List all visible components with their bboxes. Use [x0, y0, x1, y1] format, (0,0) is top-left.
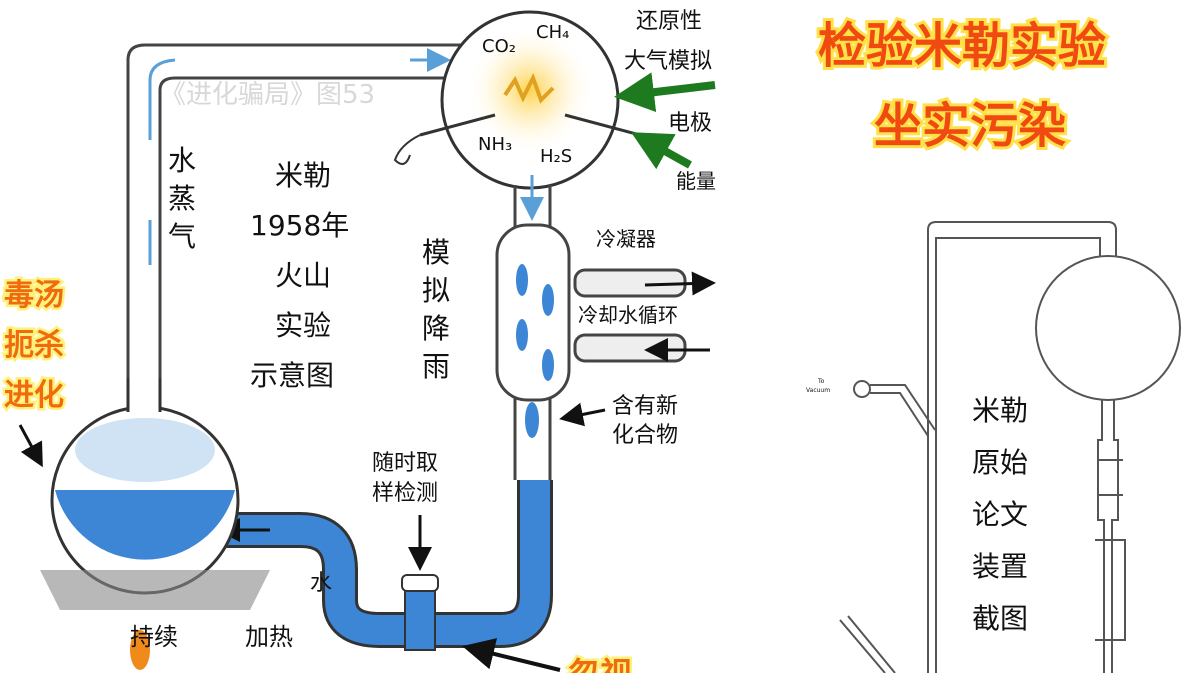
original-apparatus — [839, 221, 1181, 673]
rain-label: 降 — [422, 312, 450, 345]
wire-gauze — [40, 570, 270, 610]
vapor-label: 水 — [168, 144, 196, 177]
reaction-flask — [393, 10, 641, 190]
vacuum-label: Vacuum — [806, 387, 830, 394]
rain-label: 模 — [422, 236, 450, 269]
compounds-label: 含有新 — [612, 394, 678, 419]
poison-label: 毒汤 — [4, 278, 64, 313]
caption-line: 原始 — [972, 446, 1028, 479]
flame-icon — [130, 630, 150, 670]
caption-line: 1958年 — [250, 209, 349, 242]
cooling-label: 冷却水循环 — [578, 303, 678, 327]
gas-ch4: CH₄ — [536, 22, 569, 43]
green-arrow-icon — [614, 72, 716, 113]
atmosphere-label: 大气模拟 — [624, 49, 712, 74]
gas-co2: CO₂ — [482, 36, 516, 57]
gas-h2s: H₂S — [540, 146, 572, 167]
caption-line: 示意图 — [250, 359, 334, 392]
condenser-label: 冷凝器 — [596, 227, 656, 251]
electrode-label: 电极 — [668, 111, 712, 136]
caption-line: 实验 — [275, 309, 331, 342]
compounds-label: 化合物 — [612, 423, 678, 448]
heat-label: 加热 — [245, 623, 293, 651]
poison-label: 扼杀 — [4, 328, 64, 363]
caption-line: 米勒 — [275, 159, 331, 192]
arrow-icon — [462, 638, 561, 672]
caption-line: 火山 — [275, 259, 331, 292]
watermark: 《进化骗局》图53 — [160, 80, 375, 110]
vacuum-label: To — [817, 378, 825, 385]
flow-arrow-icon — [148, 60, 445, 265]
rain-drops — [516, 264, 554, 438]
green-arrow-icon — [631, 132, 692, 170]
title-line-1: 检验米勒实验 — [818, 18, 1106, 74]
caption-line: 装置 — [972, 550, 1028, 583]
atmosphere-label: 还原性 — [636, 9, 702, 34]
arrow-icon — [18, 424, 43, 468]
poison-label: 进化 — [4, 378, 64, 413]
energy-label: 能量 — [676, 169, 716, 193]
arrow-icon — [644, 271, 716, 296]
caption-line: 论文 — [972, 498, 1028, 531]
arrow-icon — [559, 402, 606, 427]
boiling-flask — [40, 378, 270, 670]
condenser — [495, 185, 687, 480]
ignore-label: 忽视 — [568, 655, 632, 673]
caption-line: 截图 — [972, 602, 1028, 635]
original-caption: 米勒 原始 论文 装置 截图 — [972, 394, 1028, 635]
caption-line: 米勒 — [972, 394, 1028, 427]
vapor-tube — [126, 43, 470, 380]
gas-nh3: NH₃ — [478, 134, 512, 155]
water-label: 水 — [310, 571, 332, 596]
rain-label: 雨 — [422, 350, 450, 383]
vapor-label: 气 — [168, 220, 196, 253]
sampling-label: 随时取 — [372, 451, 438, 476]
vapor-label: 蒸 — [168, 182, 196, 215]
heat-label: 持续 — [130, 623, 178, 651]
sampling-label: 样检测 — [372, 481, 438, 506]
miller-caption: 米勒 1958年 火山 实验 示意图 — [250, 159, 349, 392]
rain-label: 拟 — [422, 274, 450, 307]
title-line-2: 坐实污染 — [874, 98, 1066, 154]
